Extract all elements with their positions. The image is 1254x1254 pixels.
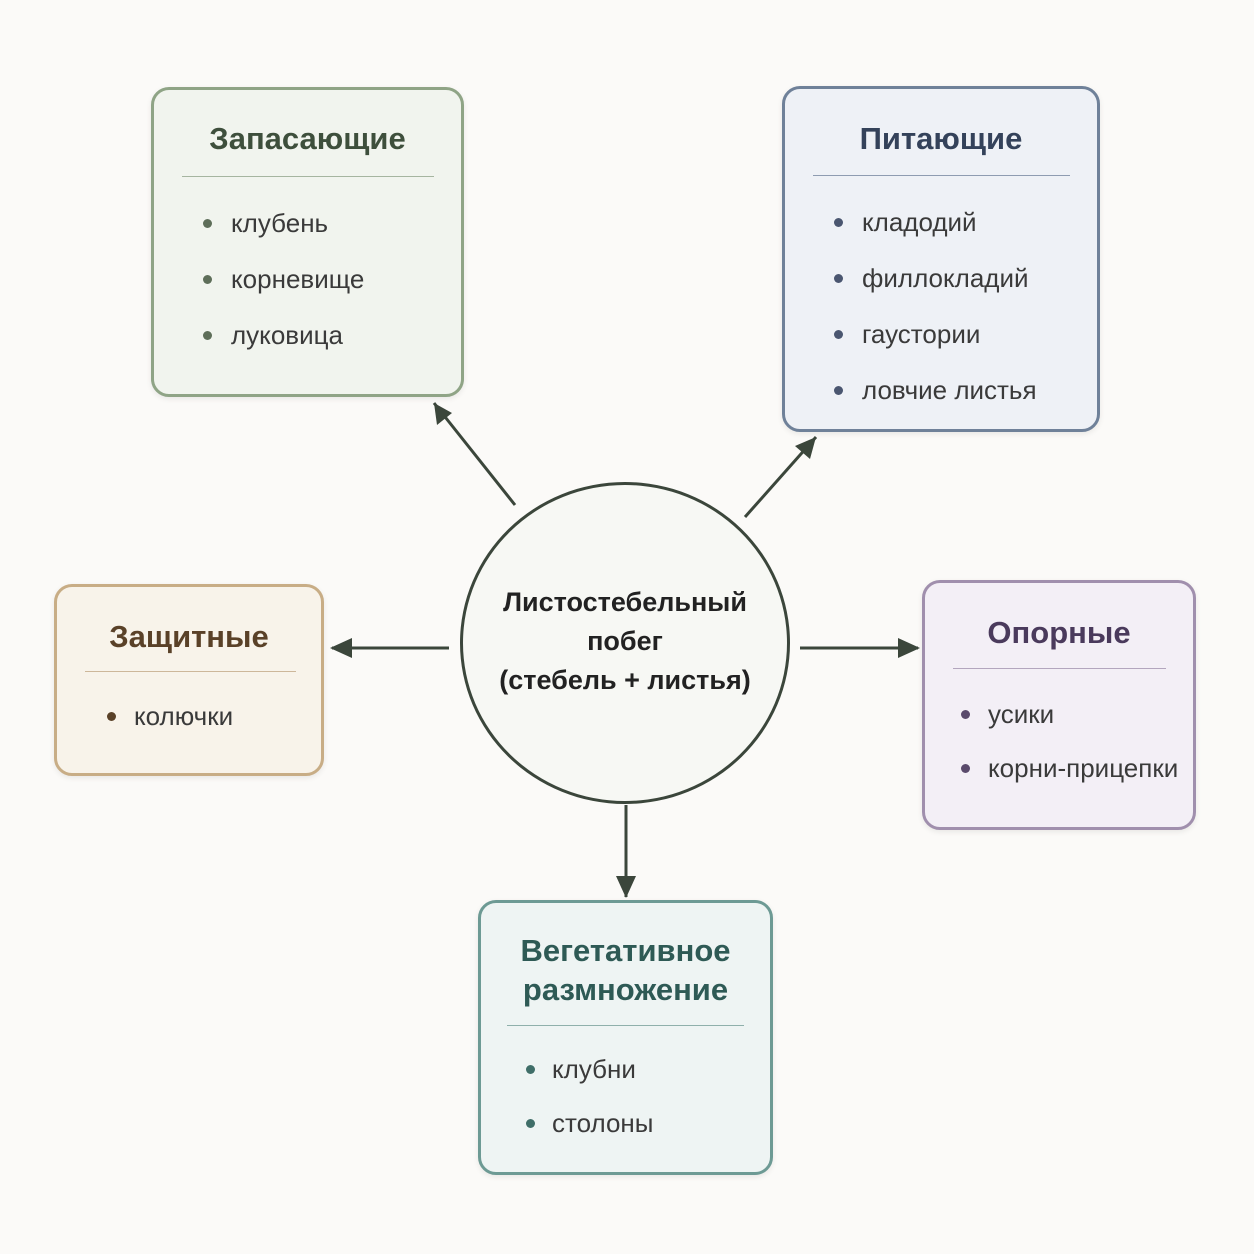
bullet-icon [526, 1065, 535, 1074]
list-item: филлокладий [785, 250, 1097, 306]
list-item: усики [925, 687, 1193, 741]
list-item-text: усики [988, 699, 1055, 729]
list-item-text: кладодий [862, 207, 977, 237]
list-item-text: ловчие листья [862, 375, 1037, 405]
vegetative-title: Вегетативное размножение [481, 931, 770, 1009]
arrowhead-nutritive [795, 437, 816, 459]
support-title: Опорные [987, 615, 1131, 650]
protective-list: колючки [57, 688, 321, 744]
center-node: Листостебельный побег (стебель + листья) [460, 482, 790, 804]
list-item-text: столоны [552, 1108, 654, 1138]
list-item-text: луковица [231, 320, 343, 350]
list-item: гаустории [785, 306, 1097, 362]
list-item: луковица [154, 307, 461, 363]
center-line-1: Листостебельный [503, 586, 747, 617]
arrowhead-storage [434, 403, 452, 425]
bullet-icon [834, 274, 843, 283]
storage-box: Запасающие клубень корневище луковица [151, 87, 464, 397]
vegetative-divider [507, 1025, 744, 1026]
center-label: Листостебельный побег (стебель + листья) [499, 583, 750, 700]
support-box: Опорные усики корни-прицепки [922, 580, 1196, 830]
list-item-text: корни-прицепки [988, 753, 1179, 783]
support-divider [953, 668, 1166, 669]
storage-list: клубень корневище луковица [154, 195, 461, 363]
arrow-to-storage [432, 402, 517, 506]
bullet-icon [203, 219, 212, 228]
list-item-text: колючки [134, 701, 234, 731]
center-line-2: побег [587, 625, 663, 656]
list-item: столоны [481, 1096, 770, 1150]
nutritive-divider [813, 175, 1070, 176]
list-item-text: клубень [231, 208, 329, 238]
bullet-icon [834, 218, 843, 227]
protective-title: Защитные [109, 619, 269, 654]
list-item-text: филлокладий [862, 263, 1029, 293]
bullet-icon [526, 1119, 535, 1128]
arrowhead-vegetative [616, 876, 636, 898]
list-item: клубень [154, 195, 461, 251]
bullet-icon [961, 764, 970, 773]
bullet-icon [961, 710, 970, 719]
vegetative-title-line-2: размножение [522, 972, 729, 1007]
list-item-text: гаустории [862, 319, 981, 349]
list-item: корни-прицепки [925, 741, 1193, 795]
protective-divider [85, 671, 296, 672]
storage-title: Запасающие [209, 121, 406, 156]
vegetative-list: клубни столоны [481, 1042, 770, 1150]
list-item: ловчие листья [785, 362, 1097, 418]
list-item: кладодий [785, 194, 1097, 250]
bullet-icon [834, 330, 843, 339]
bullet-icon [203, 275, 212, 284]
arrowhead-protective [330, 638, 352, 658]
vegetative-box: Вегетативное размножение клубни столоны [478, 900, 773, 1175]
bullet-icon [834, 386, 843, 395]
vegetative-title-line-1: Вегетативное [520, 933, 731, 968]
bullet-icon [203, 331, 212, 340]
support-list: усики корни-прицепки [925, 687, 1193, 795]
nutritive-list: кладодий филлокладий гаустории ловчие ли… [785, 194, 1097, 418]
protective-box: Защитные колючки [54, 584, 324, 776]
list-item: колючки [57, 688, 321, 744]
center-line-3: (стебель + листья) [499, 664, 751, 695]
list-item: корневище [154, 251, 461, 307]
arrowhead-support [898, 638, 920, 658]
bullet-icon [107, 712, 116, 721]
list-item-text: корневище [231, 264, 365, 294]
storage-divider [182, 176, 434, 177]
list-item-text: клубни [552, 1054, 636, 1084]
nutritive-title: Питающие [859, 121, 1023, 156]
nutritive-box: Питающие кладодий филлокладий гаустории … [782, 86, 1100, 432]
list-item: клубни [481, 1042, 770, 1096]
